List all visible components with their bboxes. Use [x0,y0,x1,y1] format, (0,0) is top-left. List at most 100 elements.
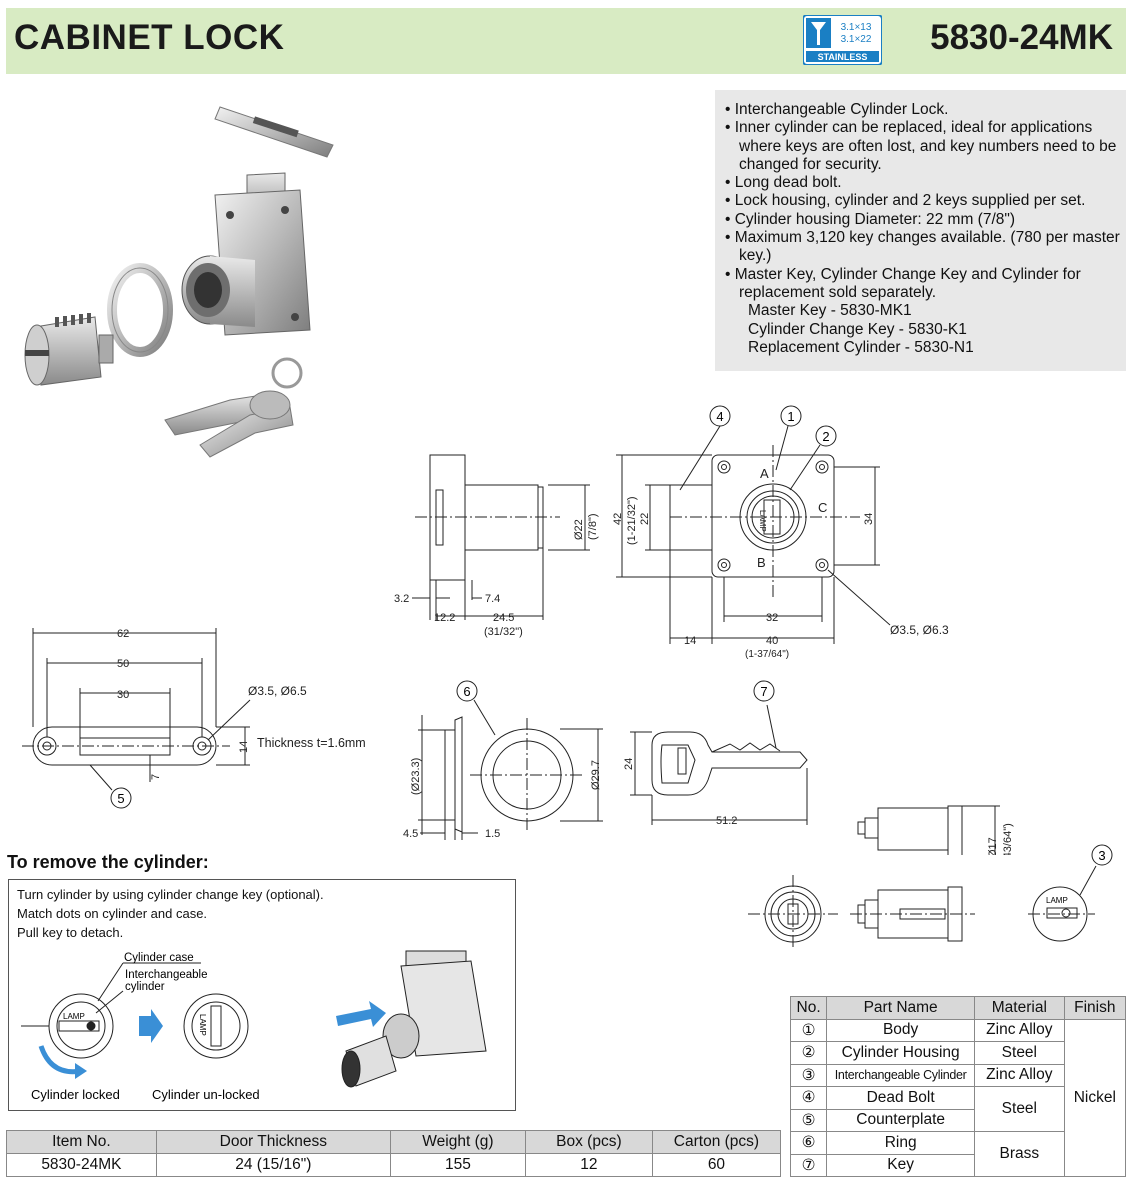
feature-item: • Cylinder housing Diameter: 22 mm (7/8"… [725,210,1016,228]
dim-text: 40 [766,635,778,647]
dim-text: 30 [117,689,129,701]
feature-item: • Interchangeable Cylinder Lock. [725,101,949,118]
col-header: Carton (pcs) [651,1130,782,1154]
cell: ② [789,1041,828,1065]
dim-text: Ø22 [573,519,585,540]
replacement-part: Master Key - 5830-MK1 [748,302,912,320]
dim-text: 3.2 [394,593,409,605]
badge-line2: 3.1×22 [841,34,872,45]
replacement-part: Replacement Cylinder - 5830-N1 [748,338,974,356]
remove-step: Match dots on cylinder and case. [17,906,208,921]
front-view [616,425,891,644]
col-header: Part Name [826,996,976,1020]
callout-4: 4 [716,409,723,424]
cell: Cylinder Housing [826,1041,976,1065]
cell: ③ [789,1063,828,1087]
dim-text: LAMP [1046,896,1068,905]
dim-text: (Ø23.3) [410,758,422,795]
dim-text: 4.5 [403,828,418,840]
table-row: ③ Interchangeable Cylinder Zinc Alloy [789,1063,1126,1087]
replacement-part: Cylinder Change Key - 5830-K1 [748,320,967,338]
item-table: Item No. Door Thickness Weight (g) Box (… [6,1130,782,1177]
cell: 60 [651,1153,782,1177]
cell: Steel [974,1041,1065,1065]
cell: Key [826,1153,976,1177]
header-band [6,8,1126,74]
cell: Ring [826,1131,976,1155]
finish-cell: Nickel [1063,1018,1127,1177]
dim-text: LAMP [758,510,767,532]
dim-text: 32 [766,612,778,624]
case-label: Cylinder case [124,952,194,964]
cell: Counterplate [826,1108,976,1132]
unlocked-caption: Cylinder un-locked [152,1087,260,1102]
callout-7: 7 [760,684,767,699]
cell: ⑥ [789,1131,828,1155]
cell: Dead Bolt [826,1086,976,1110]
key-view [630,704,808,825]
dim-text: 50 [117,658,129,670]
feature-item: • Lock housing, cylinder and 2 keys supp… [725,192,1086,210]
dim-text: (1-37/64") [745,649,789,660]
table-row: ⑦ Key [789,1153,1126,1177]
col-header: Item No. [6,1130,157,1154]
product-photo [24,106,334,458]
dim-text: Ø3.5, Ø6.3 [890,623,949,637]
dim-text: C [818,500,827,515]
ring-views [418,699,603,840]
col-header: Weight (g) [389,1130,526,1154]
parts-table: No. Part Name Material Finish ① Body Zin… [789,996,1127,1177]
locked-caption: Cylinder locked [31,1087,120,1102]
cell: 24 (15/16") [155,1153,391,1177]
badge-line1: 3.1×13 [841,22,872,33]
features-list: • Interchangeable Cylinder Lock. • Inner… [715,90,1126,357]
lamp-label: LAMP [198,1014,207,1036]
cell: 5830-24MK [6,1153,157,1177]
lamp-label: LAMP [63,1012,85,1021]
cylinder-views [857,805,1000,855]
cylinder-label: cylinder [125,981,165,993]
cell: Steel [974,1086,1065,1132]
cylinder-detail-views: 3 LAMP [748,844,1113,950]
dim-text: Thickness t=1.6mm [257,736,366,750]
dim-text: 22 [639,513,651,525]
pull-arrow-icon [336,1001,386,1027]
col-header: Material [974,996,1065,1020]
cell: ④ [789,1086,828,1110]
dim-text: (7/8") [587,513,599,540]
table-row: ⑥ Ring Brass [789,1131,1126,1177]
dim-text: B [757,555,766,570]
cell: Body [826,1018,976,1042]
dim-text: 34 [863,513,875,525]
callout-5: 5 [117,791,124,806]
remove-step: Pull key to detach. [17,925,124,940]
dim-text: A [760,466,769,481]
callout-6: 6 [463,684,470,699]
technical-drawing: 3.2 12.2 7.4 24.5 (31/32") Ø22 (7/8") 42… [22,405,1014,855]
cell: ⑤ [789,1108,828,1132]
dim-text: 14 [684,635,696,647]
dim-text: (43/64") [1002,823,1014,855]
table-row: ② Cylinder Housing Steel [789,1041,1126,1065]
dim-text: 62 [117,628,129,640]
col-header: No. [789,996,828,1020]
callout-3: 3 [1098,848,1105,863]
dim-text: 51.2 [716,815,737,827]
remove-instructions-box: Turn cylinder by using cylinder change k… [8,879,516,1111]
col-header: Door Thickness [155,1130,391,1154]
remove-section-title: To remove the cylinder: [7,852,209,872]
cell: 155 [389,1153,526,1177]
cylinder-label: Interchangeable [125,969,207,981]
cell: ① [789,1018,828,1042]
col-header: Box (pcs) [524,1130,653,1154]
dim-text: 14 [238,741,250,753]
feature-item: • Inner cylinder can be replaced, ideal … [725,119,1117,173]
dim-text: 7.4 [485,593,500,605]
page-title: CABINET LOCK [14,18,285,57]
table-row: 5830-24MK 24 (15/16") 155 12 60 [6,1153,782,1177]
callout-2: 2 [822,429,829,444]
cell: ⑦ [789,1153,828,1177]
remove-illustration: LAMP LAMP Cylinder case Interchangeable … [21,950,487,1102]
dim-text: (1-21/32") [626,496,638,545]
dim-text: Ø29.7 [590,760,602,790]
